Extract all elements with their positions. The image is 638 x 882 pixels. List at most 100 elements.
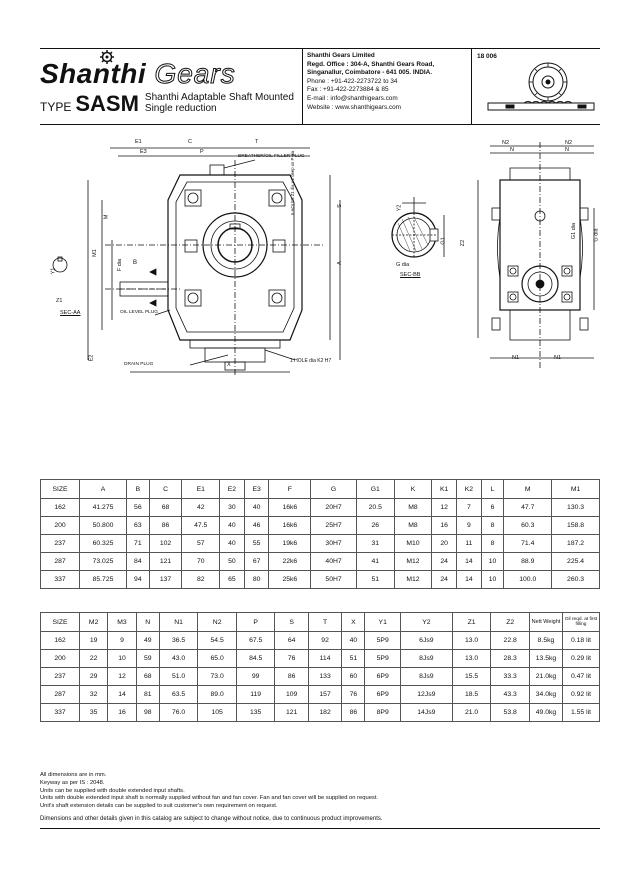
dim-m: M: [103, 214, 110, 220]
cell: 287: [40, 552, 80, 571]
cell: 76: [341, 685, 366, 704]
col-k2: K2: [456, 479, 482, 499]
cell: 6: [480, 498, 505, 517]
brand-logo: Shanthi Gears: [40, 58, 236, 90]
col-s: S: [274, 612, 309, 632]
cell: 34.0kg: [529, 685, 563, 704]
col-oil: Oil reqd. at first filling: [562, 612, 600, 632]
cell: 84: [126, 552, 150, 571]
cell: 8: [480, 516, 505, 535]
cell: 40H7: [310, 552, 357, 571]
cell: 0.47 lit: [562, 667, 600, 686]
cell: 67.5: [235, 631, 276, 650]
dim-c: C: [188, 139, 192, 145]
col-m2: M2: [78, 612, 109, 632]
cell: 158.8: [551, 516, 600, 535]
col-e2: E2: [219, 479, 245, 499]
cell: 67: [243, 552, 270, 571]
disclaimer: Dimensions and other details given in th…: [40, 816, 383, 822]
fax: Fax : +91-422-2273884 & 85: [307, 86, 389, 94]
cell: 51: [341, 649, 366, 668]
col-z2: Z2: [490, 612, 530, 632]
cell: 14: [456, 570, 482, 589]
cell: 130.3: [551, 498, 600, 517]
label-sec-aa: SEC-AA: [60, 310, 81, 316]
cell: 10: [107, 649, 137, 668]
cell: 71.4: [503, 534, 553, 553]
cell: 162: [40, 498, 80, 517]
dim-x: X: [227, 362, 231, 368]
cell: 42: [181, 498, 221, 517]
cell: 65: [219, 570, 245, 589]
col-m3: M3: [107, 612, 137, 632]
cell: 12: [107, 667, 137, 686]
side-view-drawing: [477, 142, 595, 368]
cell: 81: [135, 685, 160, 704]
dim-n1-left: N1: [512, 355, 520, 361]
dim-a: A: [336, 261, 343, 265]
cell: 20H7: [310, 498, 357, 517]
type-label: TYPE: [40, 100, 72, 114]
cell: 182: [307, 703, 343, 722]
cell: 6Js9: [399, 631, 453, 650]
cell: 109: [274, 685, 309, 704]
cell: 8Js9: [399, 649, 453, 668]
label-oil-level: OIL LEVEL PLUG: [120, 310, 159, 315]
cell: 137: [148, 570, 183, 589]
col-y1: Y1: [364, 612, 401, 632]
cell: M12: [393, 570, 433, 589]
cell: 30H7: [310, 534, 357, 553]
cell: 84.5: [235, 649, 276, 668]
header-bottom-rule: [40, 124, 600, 125]
cell: 10: [480, 552, 505, 571]
label-hole-k2: 1 HOLE dia K2 H7: [290, 358, 332, 364]
cell: 13.0: [451, 649, 492, 668]
dim-m1: M1: [91, 249, 98, 257]
cell: 15.5: [451, 667, 492, 686]
col-a: A: [79, 479, 127, 499]
label-sec-bb: SEC-BB: [400, 272, 421, 278]
cell: 14: [107, 685, 137, 704]
cell: 35: [78, 703, 109, 722]
cell: M8: [393, 498, 433, 517]
cell: 21.0: [451, 703, 492, 722]
col-f: F: [268, 479, 312, 499]
cell: 13.5kg: [529, 649, 563, 668]
cell: 28.3: [490, 649, 530, 668]
notes-block: All dimensions are in mm. Keyway as per …: [40, 772, 378, 811]
cell: 54.5: [197, 631, 237, 650]
cell: 50H7: [310, 570, 357, 589]
dim-g-dia: G dia: [396, 262, 410, 268]
cell: 82: [181, 570, 221, 589]
cell: 92: [307, 631, 343, 650]
col-n1: N1: [158, 612, 199, 632]
type-description: Shanthi Adaptable Shaft Mounted Single r…: [145, 92, 294, 114]
col-k: K: [393, 479, 433, 499]
cell: 20: [431, 534, 458, 553]
cell: 60.3: [503, 516, 553, 535]
cell: 14: [456, 552, 482, 571]
document-number: 18 006: [477, 53, 497, 60]
note-line: Keyway as per IS : 2048.: [40, 779, 105, 786]
cell: 88.9: [503, 552, 553, 571]
dim-f-dia: F dia: [117, 258, 124, 272]
dim-n2-right: N2: [565, 140, 573, 146]
cell: 33.3: [490, 667, 530, 686]
cell: 102: [148, 534, 183, 553]
cell: 25k6: [268, 570, 312, 589]
cell: 8: [480, 534, 505, 553]
col-y2: Y2: [399, 612, 453, 632]
cell: 1.55 lit: [562, 703, 600, 722]
cell: 68: [135, 667, 160, 686]
cell: 32: [78, 685, 109, 704]
cell: 21.0kg: [529, 667, 563, 686]
cell: 19k6: [268, 534, 312, 553]
note-line: Units with double extended input shaft i…: [40, 795, 379, 802]
footer-rule: [40, 828, 600, 829]
dim-n2-left: N2: [502, 140, 510, 146]
cell: 99: [235, 667, 276, 686]
cell: 29: [78, 667, 109, 686]
cell: 73.025: [79, 552, 127, 571]
